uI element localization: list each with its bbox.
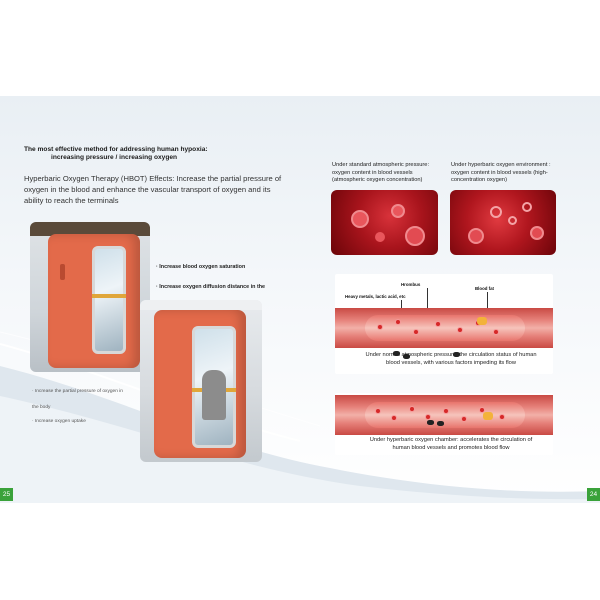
red-blood-cell	[375, 408, 381, 414]
red-blood-cell	[377, 324, 383, 330]
red-blood-cell	[391, 415, 397, 421]
caption-hyperbaric: Under hyperbaric oxygen environment : ox…	[451, 162, 551, 183]
ceiling-light	[140, 300, 262, 310]
red-cell	[530, 226, 544, 240]
page-number-left: 25	[0, 488, 13, 501]
oxygen-bubble	[490, 206, 502, 218]
oxygen-bubble	[508, 216, 517, 225]
headline-line-2: increasing pressure / increasing oxygen	[51, 154, 178, 161]
intro-paragraph: Hyperbaric Oxygen Therapy (HBOT) Effects…	[24, 174, 282, 205]
chamber-photo-front	[30, 222, 150, 372]
chamber-body-angled	[154, 310, 246, 458]
red-cell	[375, 232, 385, 242]
note-oxygen-uptake: · Increase oxygen uptake	[32, 419, 86, 424]
red-blood-cell	[435, 321, 441, 327]
red-cell	[391, 204, 405, 218]
heavy-metal-particle	[393, 351, 400, 356]
red-blood-cell	[409, 406, 415, 412]
chamber-band	[92, 294, 126, 298]
red-blood-cell	[443, 408, 449, 414]
brochure-spread: The most effective method for addressing…	[0, 96, 600, 503]
chamber-side-vent	[60, 264, 65, 280]
red-blood-cell	[461, 416, 467, 422]
red-blood-cell	[413, 329, 419, 335]
heavy-metal-particle	[437, 421, 444, 426]
vessel-lumen	[365, 402, 525, 428]
red-cell	[351, 210, 369, 228]
pointer-line	[487, 292, 488, 322]
label-heavy-metals: Heavy metals, lactic acid, etc	[345, 294, 406, 299]
note-body: the body	[32, 405, 51, 410]
blood-vessel-tube	[335, 308, 553, 348]
headline: The most effective method for addressing…	[24, 146, 284, 162]
heavy-metal-particle	[427, 420, 434, 425]
oxygen-bubble	[522, 202, 532, 212]
blood-vessel-tube	[335, 395, 553, 435]
blood-fat-deposit	[477, 317, 487, 325]
diagram-hyperbaric: Under hyperbaric oxygen chamber: acceler…	[335, 393, 553, 455]
caption-normal-pressure: Under normal atmospheric pressure: the c…	[365, 352, 537, 366]
label-blood-fat: Blood fat	[475, 286, 495, 291]
red-blood-cell	[479, 407, 485, 413]
bullet-blood-oxygen: · Increase blood oxygen saturation	[156, 264, 246, 270]
pointer-line	[427, 288, 428, 324]
caption-hyperbaric-chamber: Under hyperbaric oxygen chamber: acceler…	[369, 437, 533, 451]
heavy-metal-particle	[403, 354, 410, 359]
headline-line-1: The most effective method for addressing…	[24, 146, 208, 153]
red-blood-cell	[493, 329, 499, 335]
ceiling-strip	[30, 222, 150, 236]
heavy-metal-particle	[453, 352, 460, 357]
chamber-photo-angled	[140, 300, 262, 462]
bullet-oxygen-diffusion: · Increase oxygen diffusion distance in …	[156, 284, 266, 290]
diagram-normal-pressure: Hrombus Heavy metals, lactic acid, etc B…	[335, 274, 553, 374]
blood-vessel-image-standard	[331, 190, 438, 255]
chamber-door-window	[92, 246, 126, 354]
chamber-seat	[202, 370, 226, 420]
red-blood-cell	[499, 414, 505, 420]
chamber-body	[48, 234, 140, 368]
vessel-lumen	[365, 315, 525, 341]
blood-fat-deposit	[483, 412, 493, 420]
page-number-right: 24	[587, 488, 600, 501]
red-cell	[405, 226, 425, 246]
note-partial-pressure: · Increase the partial pressure of oxyge…	[32, 389, 123, 394]
red-blood-cell	[457, 327, 463, 333]
red-blood-cell	[395, 319, 401, 325]
label-thrombus: Hrombus	[401, 282, 421, 287]
red-blood-cell	[425, 414, 431, 420]
red-cell	[468, 228, 484, 244]
caption-standard-pressure: Under standard atmospheric pressure: oxy…	[332, 162, 430, 183]
blood-vessel-image-hyperbaric	[450, 190, 556, 255]
